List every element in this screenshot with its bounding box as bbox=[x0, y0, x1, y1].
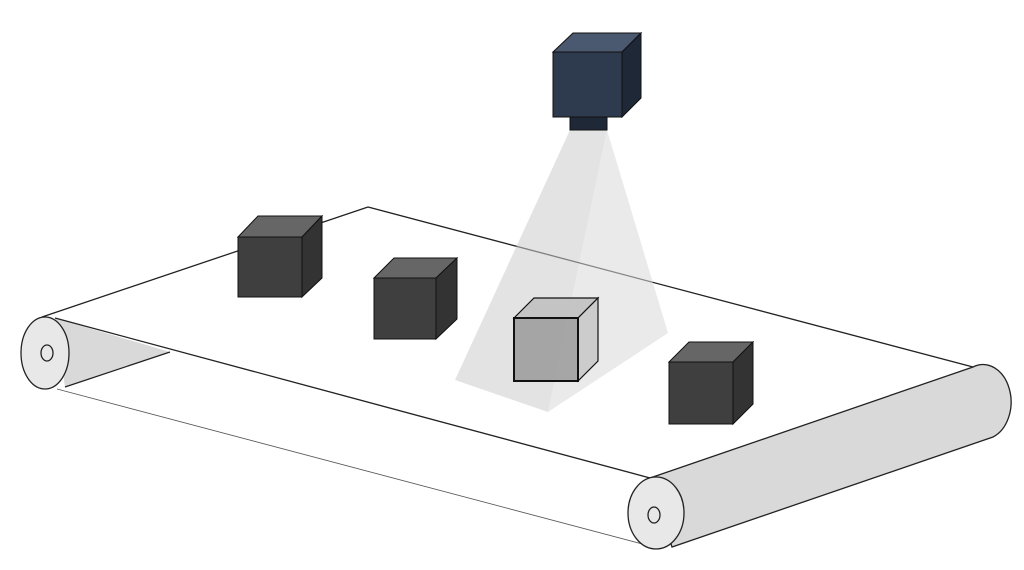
right-roller-axle bbox=[647, 506, 661, 524]
box-4 bbox=[667, 340, 755, 426]
left-roller-lower-edge bbox=[64, 351, 171, 388]
right-roller-body bbox=[649, 363, 1012, 548]
left-roller-axle bbox=[40, 344, 54, 362]
box-1 bbox=[236, 214, 324, 299]
box-3-inspected bbox=[512, 296, 600, 383]
camera-icon bbox=[551, 31, 643, 131]
box-2 bbox=[372, 256, 459, 341]
belt-back-right-edge bbox=[367, 206, 974, 368]
left-roller-inner bbox=[55, 318, 170, 387]
belt-return-line bbox=[56, 388, 651, 547]
belt-front-edge bbox=[54, 317, 651, 479]
